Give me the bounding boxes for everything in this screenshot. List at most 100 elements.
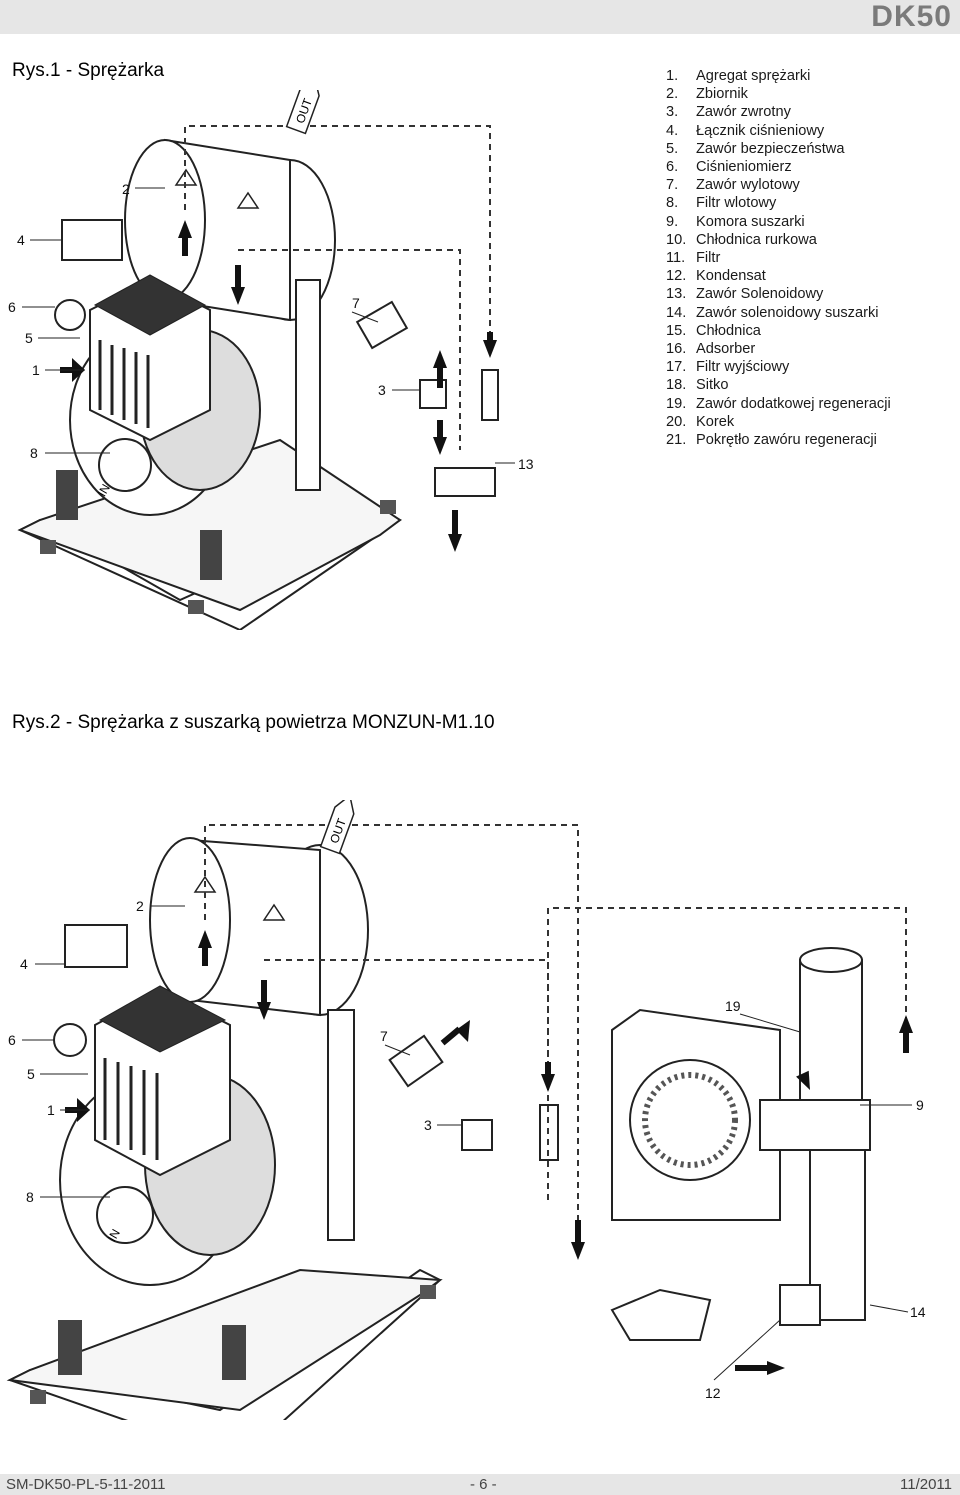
callout: 2 [136,898,144,914]
callout: 4 [17,232,25,248]
legend-item: 10.Chłodnica rurkowa [666,231,891,249]
legend-item-label: Kondensat [696,268,766,285]
outlet-valve [388,1034,444,1088]
footer-bar: SM-DK50-PL-5-11-2011 - 6 - 11/2011 [0,1474,960,1495]
dryer-bracket [295,279,321,491]
callout: 1 [47,1102,55,1118]
legend-item: 8.Filtr wlotowy [666,194,891,212]
dryer-chamber [799,959,863,1101]
air-line [238,249,461,450]
legend-item-number: 3. [666,104,679,121]
cooling-fins [103,1058,159,1160]
header-title: DK50 [871,0,952,33]
cooling-fins [98,340,150,428]
legend-item: 3.Zawór zwrotny [666,103,891,121]
footer-date: 11/2011 [900,1476,952,1493]
figure2-title: Rys.2 - Sprężarka z suszarką powietrza M… [12,712,495,733]
callout: 6 [8,299,16,315]
warning-icon [236,191,260,209]
legend-item-number: 6. [666,159,679,176]
legend-item: 16.Adsorber [666,340,891,358]
tank-front [149,837,231,1003]
pressure-switch [64,924,128,968]
legend-item: 11. Filtr [666,249,891,267]
callout: 7 [380,1028,388,1044]
legend-item: 6. Ciśnieniomierz [666,158,891,176]
legend-item-number: 21. [666,432,687,449]
legend-item-number: 4. [666,122,679,139]
pressure-gauge [53,1023,87,1057]
callout: 9 [916,1097,924,1113]
legend-item-label: Pokrętło zawóru regeneracji [696,432,877,449]
pressure-gauge [54,299,86,331]
legend-item-number: 5. [666,140,679,157]
tank-front [124,139,206,301]
header-bar: DK50 [0,0,960,34]
condensate-tray [610,1288,712,1341]
legend-item-label: Komora suszarki [696,213,805,230]
legend-item: 2.Zbiornik [666,85,891,103]
outlet-valve [355,300,409,350]
callout: 8 [26,1189,34,1205]
legend-item: 15.Chłodnica [666,322,891,340]
callout: 12 [705,1385,721,1401]
check-valve [461,1119,493,1151]
legend-item-number: 11. [666,250,686,267]
legend-item-number: 1. [666,68,679,84]
callout: 6 [8,1032,16,1048]
inlet-filter [96,1186,154,1244]
callout: 5 [25,330,33,346]
footer-page-number: - 6 - [470,1476,497,1493]
legend-item-number: 12. [666,268,687,285]
cylinder-head-top [93,274,207,336]
foot [30,1390,46,1404]
legend-item-label: Łącznik ciśnieniowy [696,122,825,139]
pressure-switch [61,219,123,261]
dryer-solenoid-valve [779,1284,821,1326]
warning-icon [262,903,286,921]
legend-item-label: Zawór Solenoidowy [696,286,824,303]
figure1-compressor-diagram: OUT IN 2 4 6 5 1 8 7 3 13 [8,90,534,630]
legend-item-number: 7. [666,177,679,194]
callout: 8 [30,445,38,461]
foot [40,540,56,554]
spring [200,530,222,580]
legend-item: 19.Zawór dodatkowej regeneracji [666,395,891,413]
spring [58,1320,82,1375]
legend-item-number: 13. [666,286,687,303]
foot [380,500,396,514]
air-line [204,824,579,1220]
legend-item-label: Korek [696,413,735,430]
legend-item-label: Filtr wyjściowy [696,359,790,376]
check-valve [419,379,447,409]
legend-item-label: Chłodnica [696,322,761,339]
callout: 2 [122,181,130,197]
legend-item-number: 20. [666,413,687,430]
legend-item: 1. Agregat sprężarki [666,67,891,85]
solenoid-valve [434,467,496,497]
legend-item-number: 17. [666,359,687,376]
out-tag: OUT [285,90,320,135]
legend-item: 7. Zawór wylotowy [666,176,891,194]
callout: 3 [378,382,386,398]
dryer-connector [759,1099,871,1151]
legend-item-number: 18. [666,377,687,394]
legend-item-number: 8. [666,195,679,212]
legend-item-label: Ciśnieniomierz [696,159,792,176]
cylinder-head-top [98,985,227,1053]
callout: 7 [352,295,360,311]
legend-item: 18.Sitko [666,376,891,394]
legend-item-label: Agregat sprężarki [696,68,811,84]
legend-item-number: 10. [666,231,687,248]
legend-item-label: Filtr [696,250,721,267]
legend-item-label: Adsorber [696,341,756,358]
legend-item-label: Zawór dodatkowej regeneracji [696,395,891,412]
dryer-bracket [327,1009,355,1241]
legend-item: 5.Zawór bezpieczeństwa [666,140,891,158]
legend-item: 14.Zawór solenoidowy suszarki [666,304,891,322]
callout: 5 [27,1066,35,1082]
foot [420,1285,436,1299]
legend-item-label: Zawór wylotowy [696,177,800,194]
legend-item-number: 9. [666,213,679,230]
